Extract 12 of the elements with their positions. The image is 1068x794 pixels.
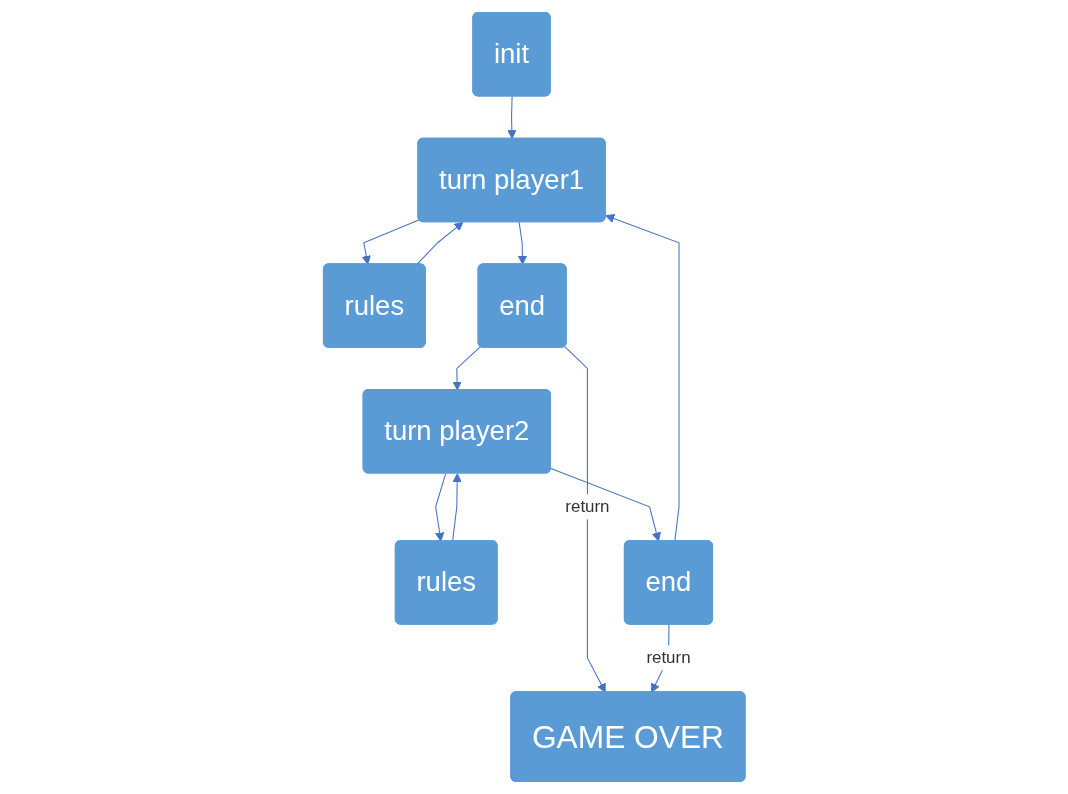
arrow (605, 214, 680, 542)
arrow (361, 219, 420, 265)
edge-label: return (646, 648, 691, 667)
arrow (550, 468, 661, 542)
edge-label: return (565, 497, 610, 516)
arrow (416, 221, 464, 265)
arrow (517, 221, 527, 265)
arrow (507, 95, 517, 140)
arrow (452, 346, 481, 391)
arrow (451, 473, 462, 542)
arrow (564, 346, 606, 693)
arrow (434, 473, 446, 542)
